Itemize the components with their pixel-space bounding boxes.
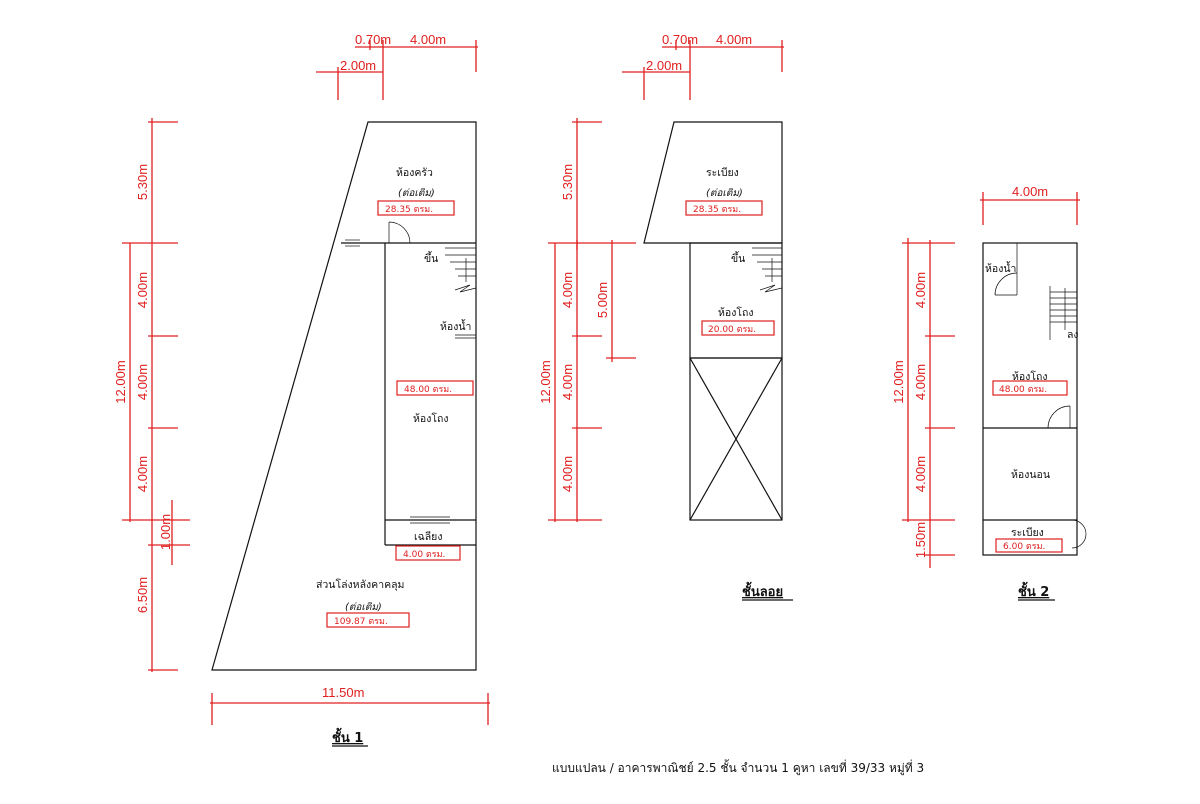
dim-label: 4.00m xyxy=(1012,184,1048,199)
floor2-top-dimension: 4.00m xyxy=(980,184,1080,225)
area-box xyxy=(995,538,1063,553)
room-label-hall: ห้องโถง xyxy=(718,306,753,319)
dim-label: 4.00m xyxy=(716,32,752,47)
dim-label: 4.00m xyxy=(135,364,150,400)
area-box xyxy=(701,320,775,336)
dim-label: 0.70m xyxy=(355,32,391,47)
area-value: 6.00 ตรม. xyxy=(1003,542,1045,552)
door-swing xyxy=(994,272,1018,296)
room-note: (ต่อเติม) xyxy=(345,601,382,613)
stairs-icon xyxy=(752,247,783,293)
floor1-walls xyxy=(211,121,477,671)
mezz-top-dimensions: 0.70m 4.00m 2.00m xyxy=(622,32,784,100)
dim-label: 5.30m xyxy=(560,164,575,200)
dim-label: 4.00m xyxy=(410,32,446,47)
area-box xyxy=(377,200,455,216)
room-note: (ต่อเติม) xyxy=(706,187,743,199)
area-box xyxy=(685,200,763,216)
area-box xyxy=(395,545,461,561)
area-value: 4.00 ตรม. xyxy=(403,550,445,560)
room-note: (ต่อเติม) xyxy=(398,187,435,199)
stairs-label: ขึ้น xyxy=(731,251,745,265)
room-label-hall: ห้องโถง xyxy=(413,412,448,425)
stairs-label: ขึ้น xyxy=(424,251,438,265)
area-value: 28.35 ตรม. xyxy=(385,205,433,215)
area-value: 20.00 ตรม. xyxy=(708,325,756,335)
area-box xyxy=(396,380,474,396)
floor2-left-dimensions: 12.00m 4.00m 4.00m 4.00m 1.50m xyxy=(891,238,955,568)
dim-label: 12.00m xyxy=(891,360,906,403)
dim-label: 0.70m xyxy=(662,32,698,47)
area-value: 28.35 ตรม. xyxy=(693,205,741,215)
door-swing xyxy=(388,221,411,244)
floor-title: ชั้น 2 xyxy=(1018,581,1049,600)
room-label-porch: เฉลียง xyxy=(414,530,442,543)
drawing-caption: แบบแปลน / อาคารพาณิชย์ 2.5 ชั้น จำนวน 1 … xyxy=(552,759,924,776)
dim-label: 5.00m xyxy=(595,282,610,318)
mezz-left-dimensions: 5.30m 12.00m 4.00m 5.00m 4.00m 4.00m xyxy=(538,118,636,522)
dim-label: 12.00m xyxy=(538,360,553,403)
dim-label: 4.00m xyxy=(560,364,575,400)
dim-label: 4.00m xyxy=(913,364,928,400)
dim-label: 1.00m xyxy=(158,514,173,550)
room-label-balcony: ระเบียง xyxy=(1011,526,1044,539)
area-value: 109.87 ตรม. xyxy=(334,617,388,627)
door-swing xyxy=(1047,405,1071,429)
dim-label: 4.00m xyxy=(135,272,150,308)
dim-label: 4.00m xyxy=(913,456,928,492)
dim-label: 1.50m xyxy=(913,522,928,558)
area-value: 48.00 ตรม. xyxy=(999,385,1047,395)
room-label-bathroom: ห้องน้ำ xyxy=(985,261,1016,275)
floor-title: ชั้น 1 xyxy=(332,727,363,746)
mezzanine-plan: 0.70m 4.00m 2.00m 5.30m 12.00m 4.00m 5.0… xyxy=(538,32,793,601)
stairs-label: ลง xyxy=(1067,329,1079,341)
stairs-icon xyxy=(445,247,477,293)
dim-label: 12.00m xyxy=(113,360,128,403)
dim-label: 6.50m xyxy=(135,577,150,613)
dim-label: 4.00m xyxy=(560,272,575,308)
room-label-hall: ห้องโถง xyxy=(1012,370,1047,383)
area-value: 48.00 ตรม. xyxy=(404,385,452,395)
stairs-icon xyxy=(1049,286,1077,340)
floor1-bottom-dimension: 11.50m xyxy=(210,685,490,725)
door-swing xyxy=(1071,519,1087,549)
room-label-bedroom: ห้องนอน xyxy=(1011,469,1050,481)
dim-label: 4.00m xyxy=(135,456,150,492)
dim-label: 11.50m xyxy=(322,685,364,700)
floor1-left-dimensions: 5.30m 12.00m 4.00m 4.00m 4.00m 1.00m 6.5… xyxy=(113,118,190,672)
floor-title: ชั้นลอย xyxy=(742,581,783,600)
area-box xyxy=(992,380,1068,396)
floor2-walls xyxy=(982,242,1087,556)
floor1-plan: 0.70m 4.00m 2.00m 5.30m 12.00m 4.00m 4.0… xyxy=(113,32,490,747)
dim-label: 4.00m xyxy=(560,456,575,492)
area-box xyxy=(326,612,410,628)
dim-label: 5.30m xyxy=(135,164,150,200)
room-label-kitchen: ห้องครัว xyxy=(396,167,433,179)
room-label-balcony: ระเบียง xyxy=(706,166,739,179)
dim-label: 2.00m xyxy=(340,58,376,73)
floor1-top-dimensions: 0.70m 4.00m 2.00m xyxy=(316,32,478,100)
room-label-yard: ส่วนโล่งหลังคาคลุม xyxy=(316,578,404,591)
room-label-bathroom: ห้องน้ำ xyxy=(440,319,471,333)
floor2-plan: 4.00m 12.00m 4.00m 4.00m 4.00m 1.50m xyxy=(891,184,1087,601)
mezz-walls xyxy=(643,121,783,521)
dim-label: 4.00m xyxy=(913,272,928,308)
dim-label: 2.00m xyxy=(646,58,682,73)
